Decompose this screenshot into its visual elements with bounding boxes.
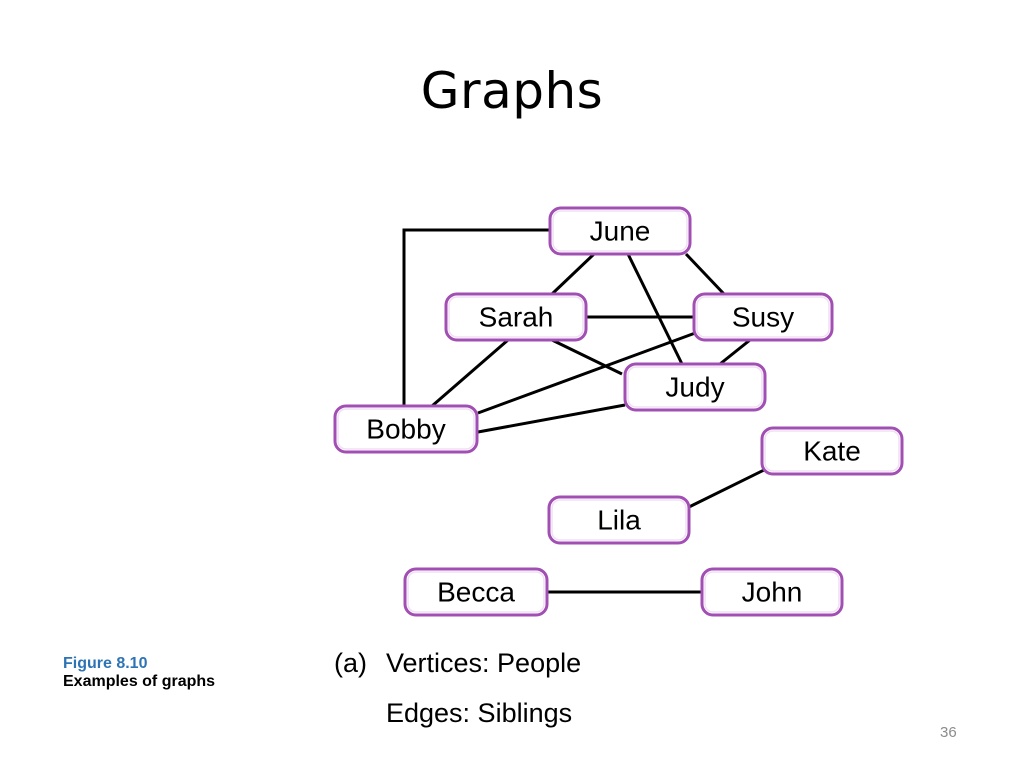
node-box-inner-becca	[407, 571, 545, 613]
node-box-becca	[403, 567, 549, 617]
node-box-judy	[623, 362, 767, 412]
node-label-john: John	[742, 577, 803, 608]
caption-edges: Edges: Siblings	[386, 698, 573, 728]
node-box-inner-june	[552, 210, 688, 252]
node-box-inner-kate	[764, 430, 900, 472]
graph-edges	[402, 228, 765, 594]
node-box-inner-sarah	[448, 296, 584, 338]
node-label-june: June	[590, 216, 651, 247]
node-box-june	[548, 206, 692, 256]
node-box-inner-judy	[627, 366, 763, 408]
node-box-kate	[760, 426, 904, 476]
node-john: John	[700, 567, 844, 617]
node-box-lila	[547, 495, 691, 545]
node-label-susy: Susy	[732, 302, 794, 333]
caption-tag: (a)	[334, 648, 367, 678]
node-box-inner-susy	[696, 296, 830, 338]
node-kate: Kate	[760, 426, 904, 476]
caption-line-2: Edges: Siblings	[334, 698, 572, 729]
edge-sarah-judy	[551, 338, 623, 376]
node-box-bobby	[333, 404, 479, 454]
node-becca: Becca	[403, 567, 549, 617]
node-bobby: Bobby	[333, 404, 479, 454]
caption-line-1: (a) Vertices: People	[334, 648, 581, 679]
node-label-becca: Becca	[437, 577, 515, 608]
slide-title: Graphs	[420, 62, 604, 120]
edge-susy-judy	[719, 338, 751, 366]
page-number: 36	[940, 724, 957, 741]
edge-lila-kate	[688, 468, 765, 509]
edge-june-bobby	[402, 228, 550, 406]
node-box-inner-lila	[551, 499, 687, 541]
node-box-inner-john	[704, 571, 840, 613]
edge-june-sarah	[550, 252, 596, 296]
node-label-sarah: Sarah	[479, 302, 554, 333]
node-label-kate: Kate	[803, 436, 861, 467]
edge-susy-bobby	[477, 330, 699, 415]
node-box-susy	[692, 292, 834, 342]
node-june: June	[548, 206, 692, 256]
node-label-lila: Lila	[597, 505, 641, 536]
node-lila: Lila	[547, 495, 691, 545]
caption-vertices: Vertices: People	[386, 648, 582, 678]
node-susy: Susy	[692, 292, 834, 342]
node-sarah: Sarah	[444, 292, 588, 342]
edge-judy-bobby	[477, 403, 626, 434]
edge-sarah-bobby	[431, 338, 509, 408]
node-box-john	[700, 567, 844, 617]
node-box-inner-bobby	[337, 408, 475, 450]
edge-june-judy	[626, 253, 684, 365]
node-label-judy: Judy	[665, 372, 724, 403]
node-label-bobby: Bobby	[366, 414, 445, 445]
node-box-sarah	[444, 292, 588, 342]
node-judy: Judy	[623, 362, 767, 412]
edge-june-susy	[684, 252, 726, 296]
figure-reference: Figure 8.10 Examples of graphs	[63, 655, 215, 691]
figure-description: Examples of graphs	[63, 673, 216, 690]
figure-number: Figure 8.10	[63, 655, 148, 672]
